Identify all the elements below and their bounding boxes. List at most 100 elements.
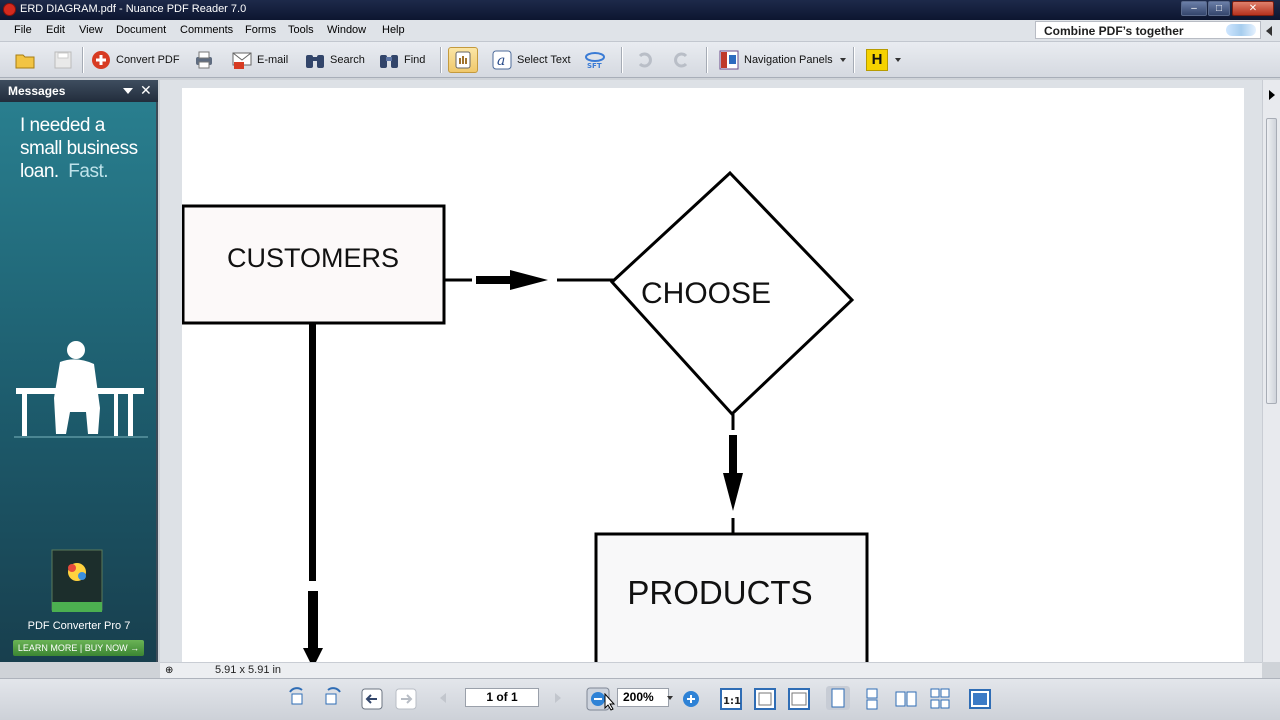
hand-icon [455, 51, 471, 69]
learn-more-buy-now-button[interactable]: LEARN MORE | BUY NOW → [13, 640, 144, 656]
chevron-down-icon[interactable] [895, 58, 901, 62]
single-page-icon[interactable] [826, 686, 850, 710]
search-label: Search [330, 54, 365, 66]
app-icon[interactable] [3, 3, 16, 16]
erd-diagram: CUSTOMERS CHOOSE PRODUCTS [182, 170, 869, 664]
messages-panel: Messages ✕ I needed a small business loa… [0, 80, 158, 662]
menu-edit[interactable]: Edit [46, 24, 65, 36]
arrow-shaft [308, 591, 318, 651]
ad-product-name[interactable]: PDF Converter Pro 7 [27, 620, 131, 632]
search-button[interactable]: Search [304, 47, 365, 73]
vertical-scrollbar[interactable] [1262, 80, 1280, 662]
promo-scroll-icon[interactable] [1266, 26, 1272, 36]
menu-tools[interactable]: Tools [288, 24, 314, 36]
ad-line-2: small business [20, 138, 138, 159]
actual-size-icon[interactable]: 1:1 [719, 687, 743, 711]
find-binoculars-icon [380, 55, 398, 68]
undo-button[interactable] [633, 47, 655, 73]
binoculars-icon [306, 55, 324, 68]
facing-pages-icon[interactable] [894, 687, 918, 711]
previous-page-icon[interactable] [440, 693, 446, 703]
ad-line-1: I needed a [20, 115, 105, 136]
close-button[interactable]: ✕ [1232, 1, 1274, 16]
zoom-level-field[interactable]: 200% [617, 688, 669, 707]
ad-headline[interactable]: I needed a small business loan. Fast. [20, 114, 150, 183]
toolbar-separator [440, 47, 442, 73]
menu-bar: File Edit View Document Comments Forms T… [0, 20, 1280, 42]
ad-fast: Fast. [68, 161, 108, 182]
chevron-down-icon[interactable] [839, 58, 846, 62]
document-viewport[interactable]: CUSTOMERS CHOOSE PRODUCTS [160, 80, 1262, 664]
email-icon [232, 52, 252, 69]
customers-entity-box [182, 204, 446, 325]
horizontal-scrollbar[interactable]: ⊕ 5.91 x 5.91 in [160, 662, 1262, 678]
find-button[interactable]: Find [378, 47, 425, 73]
arrow-shaft [729, 435, 737, 475]
select-text-label: Select Text [517, 54, 571, 66]
undo-icon [638, 52, 652, 68]
toolbar-separator [82, 47, 84, 73]
convert-pdf-icon [92, 51, 110, 69]
arrow-head [303, 648, 323, 664]
product-box-icon [51, 549, 103, 612]
email-label: E-mail [257, 54, 289, 66]
person-at-desk-icon [14, 341, 148, 438]
continuous-facing-icon[interactable] [928, 687, 952, 711]
promo-text: Combine PDF’s together [1044, 24, 1184, 38]
print-button[interactable] [193, 47, 215, 73]
messages-panel-title: Messages [8, 84, 66, 98]
scrollbar-thumb[interactable] [1266, 118, 1277, 404]
open-button[interactable] [14, 47, 36, 73]
menu-comments[interactable]: Comments [180, 24, 234, 36]
select-text-icon: a [492, 50, 512, 70]
full-screen-icon[interactable] [968, 687, 992, 711]
maximize-button[interactable]: □ [1208, 1, 1230, 16]
zoom-in-icon[interactable] [679, 687, 703, 711]
fit-page-icon[interactable] [753, 687, 777, 711]
menu-document[interactable]: Document [116, 24, 167, 36]
promo-art-icon [1226, 24, 1256, 36]
highlight-button[interactable]: H [866, 47, 901, 73]
back-arrow-icon[interactable] [360, 687, 384, 711]
menu-window[interactable]: Window [327, 24, 367, 36]
hand-tool-button[interactable] [448, 47, 478, 73]
select-text-button[interactable]: a Select Text [491, 47, 571, 73]
convert-pdf-button[interactable]: Convert PDF [90, 47, 180, 73]
page-dimensions: 5.91 x 5.91 in [215, 664, 282, 676]
rotate-left-icon[interactable] [286, 686, 310, 710]
menu-file[interactable]: File [14, 24, 32, 36]
zoom-dropdown-icon[interactable] [667, 696, 673, 700]
page-number-field[interactable]: 1 of 1 [465, 688, 539, 707]
toolbar: Convert PDF E-mail Search Find a Select … [0, 42, 1280, 78]
toolbar-separator [621, 47, 623, 73]
save-button[interactable] [52, 47, 74, 73]
zoom-out-icon[interactable] [586, 687, 610, 711]
redo-button[interactable] [671, 47, 693, 73]
panel-close-icon[interactable]: ✕ [140, 82, 152, 98]
h-icon: H [866, 49, 888, 71]
continuous-page-icon[interactable] [860, 687, 884, 711]
folder-icon [15, 54, 35, 69]
sft-button[interactable]: SFT [584, 47, 606, 73]
mouse-cursor-icon [604, 693, 616, 711]
customers-entity-label: CUSTOMERS [227, 243, 399, 273]
menu-view[interactable]: View [79, 24, 103, 36]
svg-text:SFT: SFT [587, 62, 602, 70]
window-title: ERD DIAGRAM.pdf - Nuance PDF Reader 7.0 [20, 3, 247, 15]
navigation-panels-icon [719, 50, 739, 70]
minimize-button[interactable]: – [1181, 1, 1207, 16]
email-button[interactable]: E-mail [231, 47, 288, 73]
scroll-lock-icon[interactable]: ⊕ [165, 665, 174, 676]
next-page-icon[interactable] [555, 693, 561, 703]
panel-menu-icon[interactable] [123, 88, 133, 94]
menu-forms[interactable]: Forms [245, 24, 277, 36]
menu-help[interactable]: Help [382, 24, 405, 36]
svg-text:a: a [497, 53, 505, 69]
scroll-right-icon[interactable] [1269, 90, 1275, 100]
title-bar: ERD DIAGRAM.pdf - Nuance PDF Reader 7.0 … [0, 0, 1280, 20]
promo-banner[interactable]: Combine PDF’s together [1035, 21, 1261, 39]
forward-arrow-icon[interactable] [394, 687, 418, 711]
rotate-right-icon[interactable] [320, 686, 344, 710]
fit-width-icon[interactable] [787, 687, 811, 711]
navigation-panels-button[interactable]: Navigation Panels [718, 47, 846, 73]
